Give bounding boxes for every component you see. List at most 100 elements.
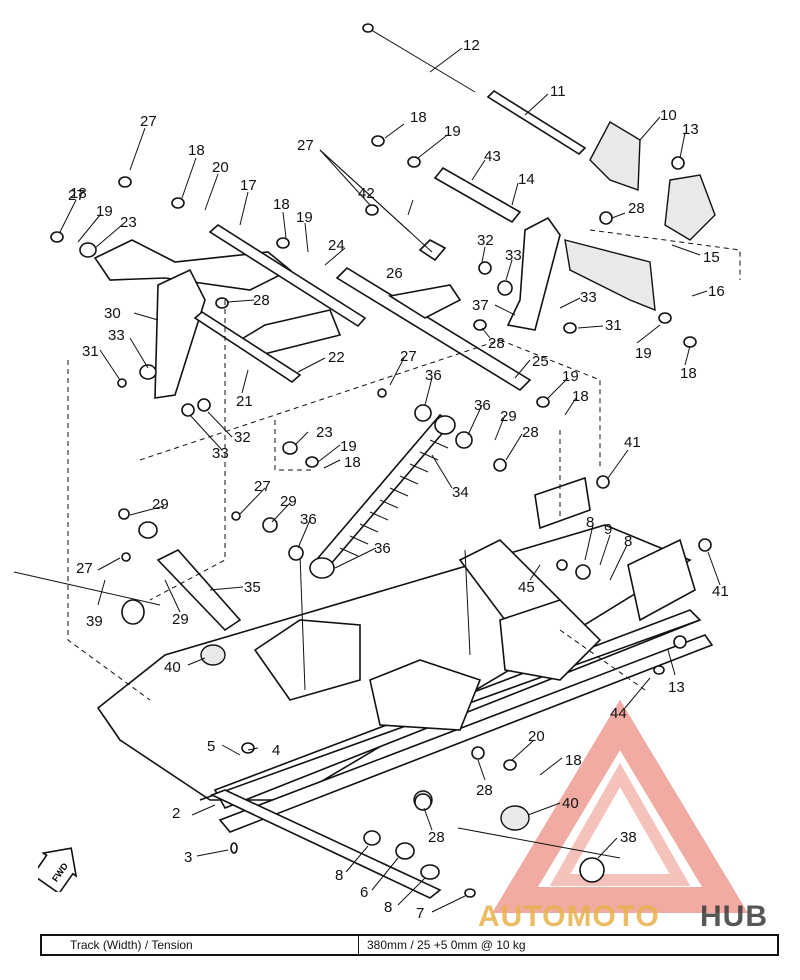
- callout-label: 34: [452, 484, 469, 501]
- callout-label: 27: [254, 478, 271, 495]
- callout-label: 42: [358, 185, 375, 202]
- callout-label: 14: [518, 171, 535, 188]
- callout-label: 32: [234, 429, 251, 446]
- callout-label: 29: [172, 611, 189, 628]
- callout-label: 18: [344, 454, 361, 471]
- callout-label: 2: [172, 805, 180, 822]
- fasteners: [50, 135, 712, 898]
- exploded-parts-diagram: 12 11 10 13 18 19 43 14 27 27 18 20 17 1…: [13, 23, 768, 930]
- callout-labels: 12 11 10 13 18 19 43 14 27 27 18 20 17 1…: [68, 37, 729, 922]
- callout-label: 29: [500, 408, 517, 425]
- callout-label: 9: [604, 521, 612, 538]
- callout-label: 8: [384, 899, 392, 916]
- callout-label: 35: [244, 579, 261, 596]
- callout-label: 31: [82, 343, 99, 360]
- callout-label: 33: [212, 445, 229, 462]
- callout-label: 19: [635, 345, 652, 362]
- callout-label: 23: [120, 214, 137, 231]
- callout-label: 18: [572, 388, 589, 405]
- callout-label: 24: [328, 237, 345, 254]
- leader-lines: [59, 47, 721, 913]
- callout-label: 23: [316, 424, 333, 441]
- callout-label: 28: [628, 200, 645, 217]
- callout-label: 27: [400, 348, 417, 365]
- callout-label: 4: [272, 742, 280, 759]
- callout-label: 36: [425, 367, 442, 384]
- watermark-text: AUTOMOTO HUB: [478, 900, 768, 930]
- callout-label: 12: [463, 37, 480, 54]
- callout-label: 39: [86, 613, 103, 630]
- callout-label: 44: [610, 705, 627, 722]
- callout-label: 36: [474, 397, 491, 414]
- callout-label: 15: [703, 249, 720, 266]
- callout-label: 11: [550, 83, 566, 100]
- callout-label: 38: [620, 829, 637, 846]
- callout-label: 13: [682, 121, 699, 138]
- callout-label: 41: [712, 583, 729, 600]
- callout-label: 3: [184, 849, 192, 866]
- callout-label: 28: [488, 335, 505, 352]
- callout-label: 17: [240, 177, 257, 194]
- callout-label: 16: [708, 283, 725, 300]
- callout-label: 18: [273, 196, 290, 213]
- callout-label: 28: [253, 292, 270, 309]
- shock-absorber: [309, 413, 456, 579]
- watermark-part2: HUB: [700, 900, 768, 930]
- callout-label: 27: [76, 560, 93, 577]
- callout-label: 27: [68, 187, 85, 204]
- callout-label: 8: [335, 867, 343, 884]
- callout-label: 28: [522, 424, 539, 441]
- watermark-part1: AUTOMOTO: [478, 900, 660, 930]
- callout-label: 13: [668, 679, 685, 696]
- callout-label: 18: [680, 365, 697, 382]
- callout-label: 45: [518, 579, 535, 596]
- callout-label: 25: [532, 353, 549, 370]
- callout-label: 27: [297, 137, 314, 154]
- callout-label: 29: [280, 493, 297, 510]
- callout-label: 18: [565, 752, 582, 769]
- callout-label: 19: [562, 368, 579, 385]
- callout-label: 31: [605, 317, 622, 334]
- callout-label: 18: [70, 185, 87, 202]
- callout-label: 19: [296, 209, 313, 226]
- spec-label: Track (Width) / Tension: [42, 936, 359, 954]
- callout-label: 27: [140, 113, 157, 130]
- callout-label: 30: [104, 305, 121, 322]
- callout-label: 5: [207, 738, 215, 755]
- callout-label: 29: [152, 496, 169, 513]
- spec-value: 380mm / 25 +5 0mm @ 10 kg: [367, 938, 526, 952]
- callout-label: 26: [386, 265, 403, 282]
- assembly-lines: [67, 229, 741, 701]
- callout-label: 40: [562, 795, 579, 812]
- callout-label: 10: [660, 107, 677, 124]
- callout-label: 6: [360, 884, 368, 901]
- spec-table: Track (Width) / Tension 380mm / 25 +5 0m…: [40, 934, 779, 956]
- callout-label: 19: [444, 123, 461, 140]
- callout-label: 20: [528, 728, 545, 745]
- callout-label: 19: [96, 203, 113, 220]
- callout-label: 33: [505, 247, 522, 264]
- callout-label: 7: [416, 905, 424, 922]
- watermark-logo: [492, 699, 748, 913]
- callout-label: 28: [428, 829, 445, 846]
- callout-label: 18: [410, 109, 427, 126]
- callout-label: 33: [580, 289, 597, 306]
- callout-label: 8: [586, 514, 594, 531]
- callout-label: 43: [484, 148, 501, 165]
- callout-label: 21: [236, 393, 253, 410]
- parts-drawing: [13, 23, 716, 899]
- callout-label: 18: [188, 142, 205, 159]
- callout-label: 33: [108, 327, 125, 344]
- callout-label: 41: [624, 434, 641, 451]
- callout-label: 32: [477, 232, 494, 249]
- forward-arrow-icon: FWD: [38, 847, 78, 892]
- callout-label: 28: [476, 782, 493, 799]
- callout-label: 22: [328, 349, 345, 366]
- callout-label: 37: [472, 297, 489, 314]
- callout-label: 40: [164, 659, 181, 676]
- callout-label: 36: [300, 511, 317, 528]
- callout-label: 8: [624, 533, 632, 550]
- callout-label: 19: [340, 438, 357, 455]
- callout-label: 20: [212, 159, 229, 176]
- callout-label: 36: [374, 540, 391, 557]
